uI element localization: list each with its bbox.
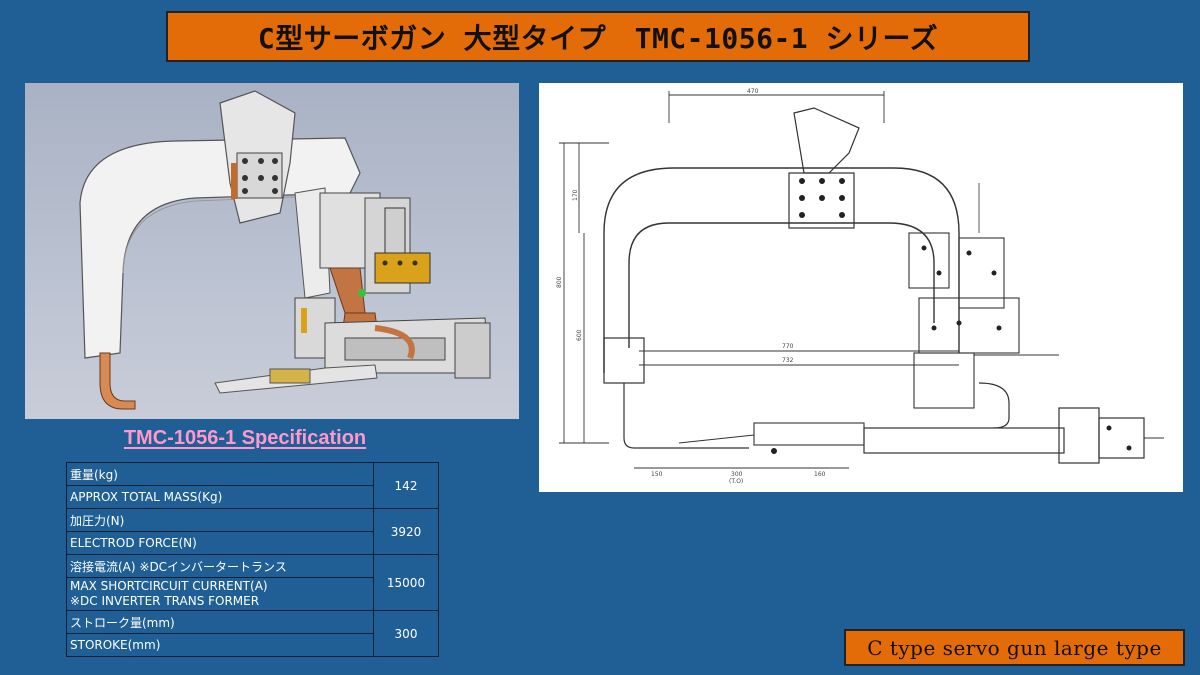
table-row: APPROX TOTAL MASS(Kg) [66,485,439,509]
dim-300-sub: (T.O) [729,478,743,485]
dim-800: 800 [556,276,563,288]
table-row: MAX SHORTCIRCUIT CURRENT(A)※DC INVERTER … [66,577,439,611]
drawing-illustration: 470 770 732 150 300 (T.O) 160 170 800 60… [556,88,1164,485]
caption-banner: C type servo gun large type [844,629,1185,666]
current-value: 15000 [373,554,439,611]
gun-technical-drawing: 470 770 732 150 300 (T.O) 160 170 800 60… [539,83,1183,492]
dim-170: 170 [572,189,579,201]
caption-text: C type servo gun large type [867,635,1162,660]
force-value: 3920 [373,508,439,555]
force-label-jp: 加圧力(N) [66,508,374,532]
current-label-jp: 溶接電流(A) ※DCインバータートランス [66,554,374,578]
mass-label-en: APPROX TOTAL MASS(Kg) [66,485,374,509]
table-row: 加圧力(N) 3920 [66,508,439,555]
mass-label-jp: 重量(kg) [66,462,374,486]
force-label-en: ELECTROD FORCE(N) [66,531,374,555]
dim-732: 732 [782,357,794,364]
table-row: STOROKE(mm) [66,633,439,657]
stroke-label-en: STOROKE(mm) [66,633,374,657]
stroke-label-jp: ストローク量(mm) [66,610,374,634]
dim-600: 600 [576,329,583,341]
title-banner: C型サーボガン 大型タイプ TMC-1056-1 シリーズ [166,11,1030,62]
spec-heading: TMC-1056-1 Specification [123,427,367,449]
dim-300: 300 [731,471,743,478]
table-row: 溶接電流(A) ※DCインバータートランス 15000 [66,554,439,611]
stroke-value: 300 [373,610,439,657]
dim-160: 160 [814,471,826,478]
gun-render-illustration [79,90,491,410]
current-label-en-line1: MAX SHORTCIRCUIT CURRENT(A) [70,579,268,593]
table-row: 重量(kg) 142 [66,462,439,509]
current-label-en: MAX SHORTCIRCUIT CURRENT(A)※DC INVERTER … [66,577,374,611]
table-row: ELECTROD FORCE(N) [66,531,439,555]
spec-table: 重量(kg) 142 APPROX TOTAL MASS(Kg) 加圧力(N) … [66,462,439,657]
dim-470: 470 [747,88,759,95]
gun-3d-render [25,83,519,419]
dim-770: 770 [782,343,794,350]
page-title: C型サーボガン 大型タイプ TMC-1056-1 シリーズ [257,21,939,55]
dim-150: 150 [651,471,663,478]
current-label-en-line2: ※DC INVERTER TRANS FORMER [70,594,260,608]
table-row: ストローク量(mm) 300 [66,610,439,657]
mass-value: 142 [373,462,439,509]
